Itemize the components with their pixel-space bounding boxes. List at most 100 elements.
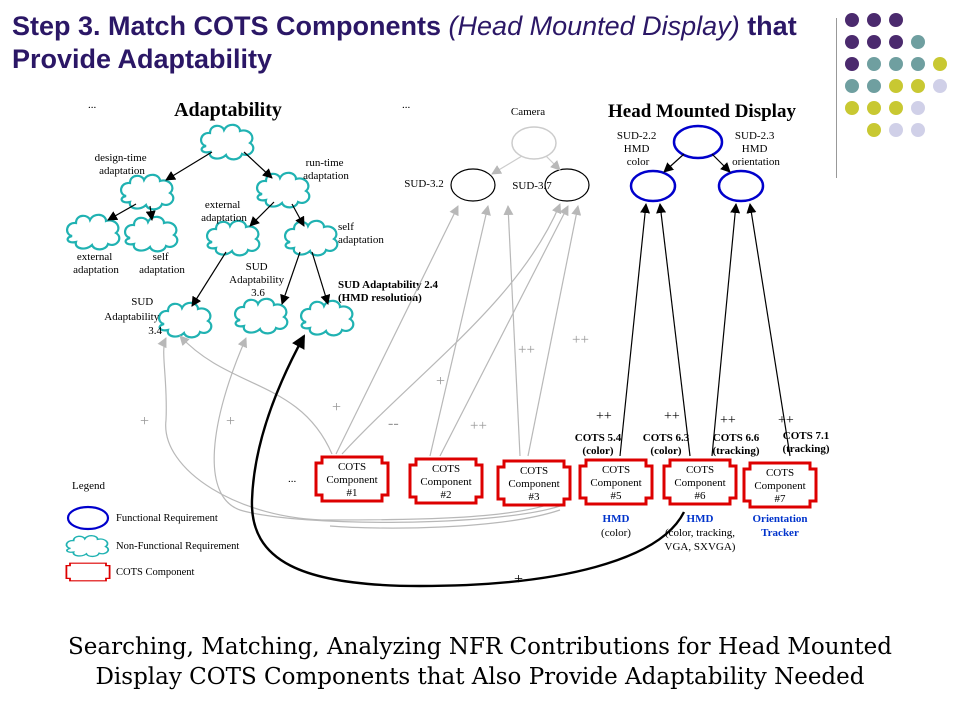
cots-tags: COTS 5.4(color) COTS 6.3(color) COTS 6.6… — [575, 430, 830, 457]
label-sud-3-6: SUD Adaptability 3.6 — [229, 261, 287, 299]
link-c7-sud23 — [746, 203, 791, 457]
contrib-plusplus-c5: ++ — [596, 409, 612, 424]
product-hmd-full: HMD(color, tracking,VGA, SXVGA) — [665, 513, 736, 553]
arrow-to-run-time — [243, 151, 273, 179]
label-design-time: design-time adaptation — [95, 152, 150, 177]
hmd-top-ellipse — [672, 124, 724, 160]
dot-row-1 — [845, 13, 903, 27]
hmd-heading: Head Mounted Display — [608, 101, 796, 122]
product-hmd-color: HMD(color) — [601, 513, 631, 539]
cloud-sud-3-4 — [157, 301, 213, 339]
dot-row-2 — [845, 35, 925, 49]
black-contribution-links — [250, 203, 791, 588]
link-c6-sud23 — [711, 203, 741, 457]
link-c5-sweep — [329, 509, 561, 529]
contrib-plusplus-2: ++ — [518, 342, 535, 358]
sud-3-7-label: SUD-3.7 — [512, 180, 552, 192]
contrib-plusplus-c6a: ++ — [664, 409, 680, 424]
label-run-time: run-time adaptation — [303, 157, 349, 182]
sud-2-2-label: SUD-2.2 HMD color — [617, 130, 659, 168]
legend-title: Legend — [72, 480, 105, 492]
gray-contribution-links — [157, 203, 582, 529]
contrib-plus-c6-sud24: + — [514, 571, 523, 588]
contrib-plusplus-3: ++ — [572, 332, 589, 348]
link-c2-sud32 — [429, 205, 491, 457]
tag-cots-5-4: COTS 5.4(color) — [575, 432, 622, 457]
arrow-to-external-mid — [249, 201, 275, 227]
link-c1-sud37 — [341, 203, 562, 455]
cloud-external-mid — [205, 219, 261, 257]
tag-cots-7-1: COTS 7.1(tracking) — [782, 430, 829, 455]
cloud-sud-3-6 — [233, 297, 289, 335]
contrib-plus-3: + — [332, 399, 341, 416]
link-c3-sud37 — [527, 205, 582, 457]
sud-3-7-ellipse — [544, 168, 590, 202]
sud-2-3-ellipse — [717, 169, 765, 203]
contrib-plusplus-1: ++ — [470, 418, 487, 434]
title-part-2: (Head Mounted Display) — [448, 11, 740, 41]
camera-arrow-2 — [545, 155, 561, 171]
sud-3-2-label: SUD-3.2 — [404, 178, 443, 190]
title-part-1: Step 3. Match COTS Components — [12, 11, 449, 41]
adaptability-dots-left: ... — [88, 99, 97, 111]
hmd-arrow-2 — [711, 153, 731, 173]
arrow-to-design-time — [165, 151, 213, 181]
legend: Legend Functional Requirement Non-Functi… — [65, 480, 239, 582]
legend-functional-symbol — [66, 505, 110, 531]
tag-cots-6-3: COTS 6.3(color) — [643, 432, 690, 457]
caption-line-2: Display COTS Components that Also Provid… — [95, 664, 865, 690]
link-c6-sud24 — [250, 334, 686, 588]
label-sud-2-4: SUD Adaptability 2.4 (HMD resolution) — [338, 279, 441, 304]
cloud-sud-2-4 — [299, 299, 355, 337]
dot-row-3 — [845, 57, 947, 71]
sud-2-3-label: SUD-2.3 HMD orientation — [732, 130, 780, 168]
contrib-plus-2: + — [226, 413, 235, 430]
legend-nonfunctional-label: Non-Functional Requirement — [116, 541, 239, 552]
camera-ellipse — [511, 126, 557, 160]
arrow-to-sud-3-4 — [191, 251, 227, 307]
decorative-dot-grid — [845, 13, 947, 137]
arrow-to-sud-3-6 — [280, 251, 301, 305]
camera-arrow-1 — [491, 155, 523, 175]
hmd-goals: Head Mounted Display SUD-2.2 HMD color S… — [608, 101, 796, 203]
contrib-plus-1: + — [140, 413, 149, 430]
cloud-external-low — [65, 213, 121, 251]
contrib-minusminus: -- — [388, 415, 399, 432]
link-c5-sud36 — [213, 337, 561, 523]
cloud-self-mid — [283, 219, 339, 257]
link-c6-sud22 — [656, 203, 691, 457]
arrow-to-self-low — [145, 205, 156, 221]
cloud-self-low — [123, 215, 179, 253]
arrow-to-sud-2-4 — [311, 251, 331, 305]
dot-row-6 — [867, 123, 925, 137]
label-external-mid: external adaptation — [201, 199, 247, 224]
legend-functional-label: Functional Requirement — [116, 513, 218, 524]
legend-cots-symbol — [65, 562, 111, 582]
nfr-diagram: Adaptability ... ... design-time adaptat… — [65, 99, 830, 588]
decorative-divider — [836, 18, 837, 178]
link-c5-sud22 — [619, 203, 651, 457]
camera-goals: Camera SUD-3.2 SUD-3.7 — [404, 106, 590, 202]
label-self-low: self adaptation — [139, 251, 185, 276]
contrib-plus-4: + — [436, 373, 445, 390]
adaptability-heading: Adaptability — [174, 99, 282, 121]
adaptability-dots-right: ... — [402, 99, 411, 111]
label-self-mid: self adaptation — [338, 221, 384, 246]
link-c1-sud34 — [179, 335, 333, 455]
legend-nonfunctional-symbol — [65, 534, 110, 558]
camera-label: Camera — [511, 106, 545, 118]
legend-cots-label: COTS Component — [116, 567, 195, 578]
components-dots: ... — [288, 473, 297, 485]
